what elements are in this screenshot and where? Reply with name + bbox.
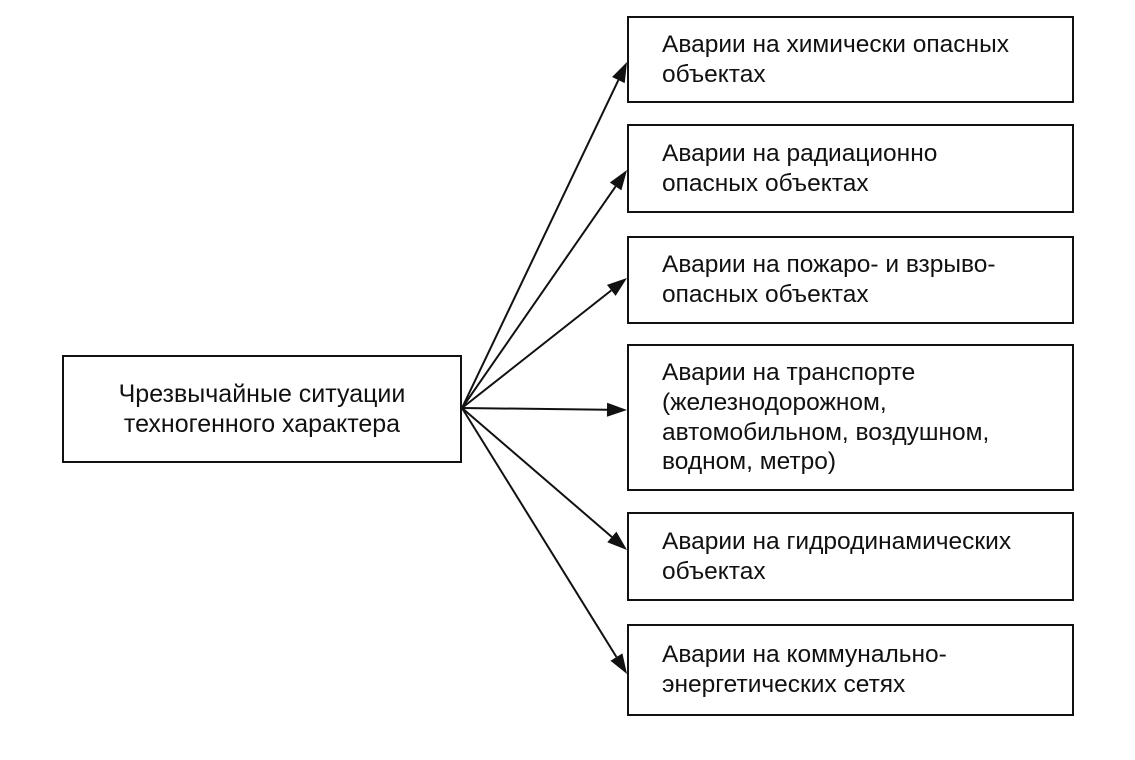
connector-line-utility-energy: [461, 407, 618, 658]
child-node-label: Аварии на пожаро- и взрыво- опасных объе…: [662, 251, 996, 308]
root-node-box: Чрезвычайные ситуации техногенного харак…: [62, 355, 462, 463]
child-node-fire-explosion: Аварии на пожаро- и взрыво- опасных объе…: [627, 236, 1074, 324]
child-node-transport: Аварии на транспорте (железнодорожном, а…: [627, 344, 1074, 491]
child-node-label: Аварии на коммунально- энергетических се…: [662, 641, 947, 698]
arrowhead-radiation: [609, 170, 627, 191]
child-node-label: Аварии на гидродинамических объектах: [662, 527, 1012, 585]
arrowhead-utility-energy: [610, 653, 627, 674]
child-node-radiation: Аварии на радиационно опасных объектах: [627, 124, 1074, 213]
arrowhead-chemical: [612, 62, 627, 84]
connector-line-chemical: [461, 79, 620, 409]
child-node-hydrodynamic: Аварии на гидродинамических объектах: [627, 512, 1074, 601]
child-node-chemical: Аварии на химически опасных объектах: [627, 16, 1074, 103]
arrowhead-fire-explosion: [606, 278, 627, 296]
connector-line-transport: [461, 407, 608, 411]
connector-line-radiation: [461, 185, 617, 409]
arrowhead-transport: [606, 402, 627, 417]
connector-line-fire-explosion: [461, 289, 612, 409]
connector-line-hydrodynamic: [461, 407, 613, 538]
root-node-label: Чрезвычайные ситуации техногенного харак…: [118, 379, 406, 439]
child-node-label: Аварии на химически опасных объектах: [662, 30, 1009, 88]
child-node-utility-energy: Аварии на коммунально- энергетических се…: [627, 624, 1074, 716]
child-node-label: Аварии на транспорте (железнодорожном, а…: [662, 358, 990, 476]
arrowhead-hydrodynamic: [607, 531, 627, 550]
child-node-label: Аварии на радиационно опасных объектах: [662, 139, 938, 197]
